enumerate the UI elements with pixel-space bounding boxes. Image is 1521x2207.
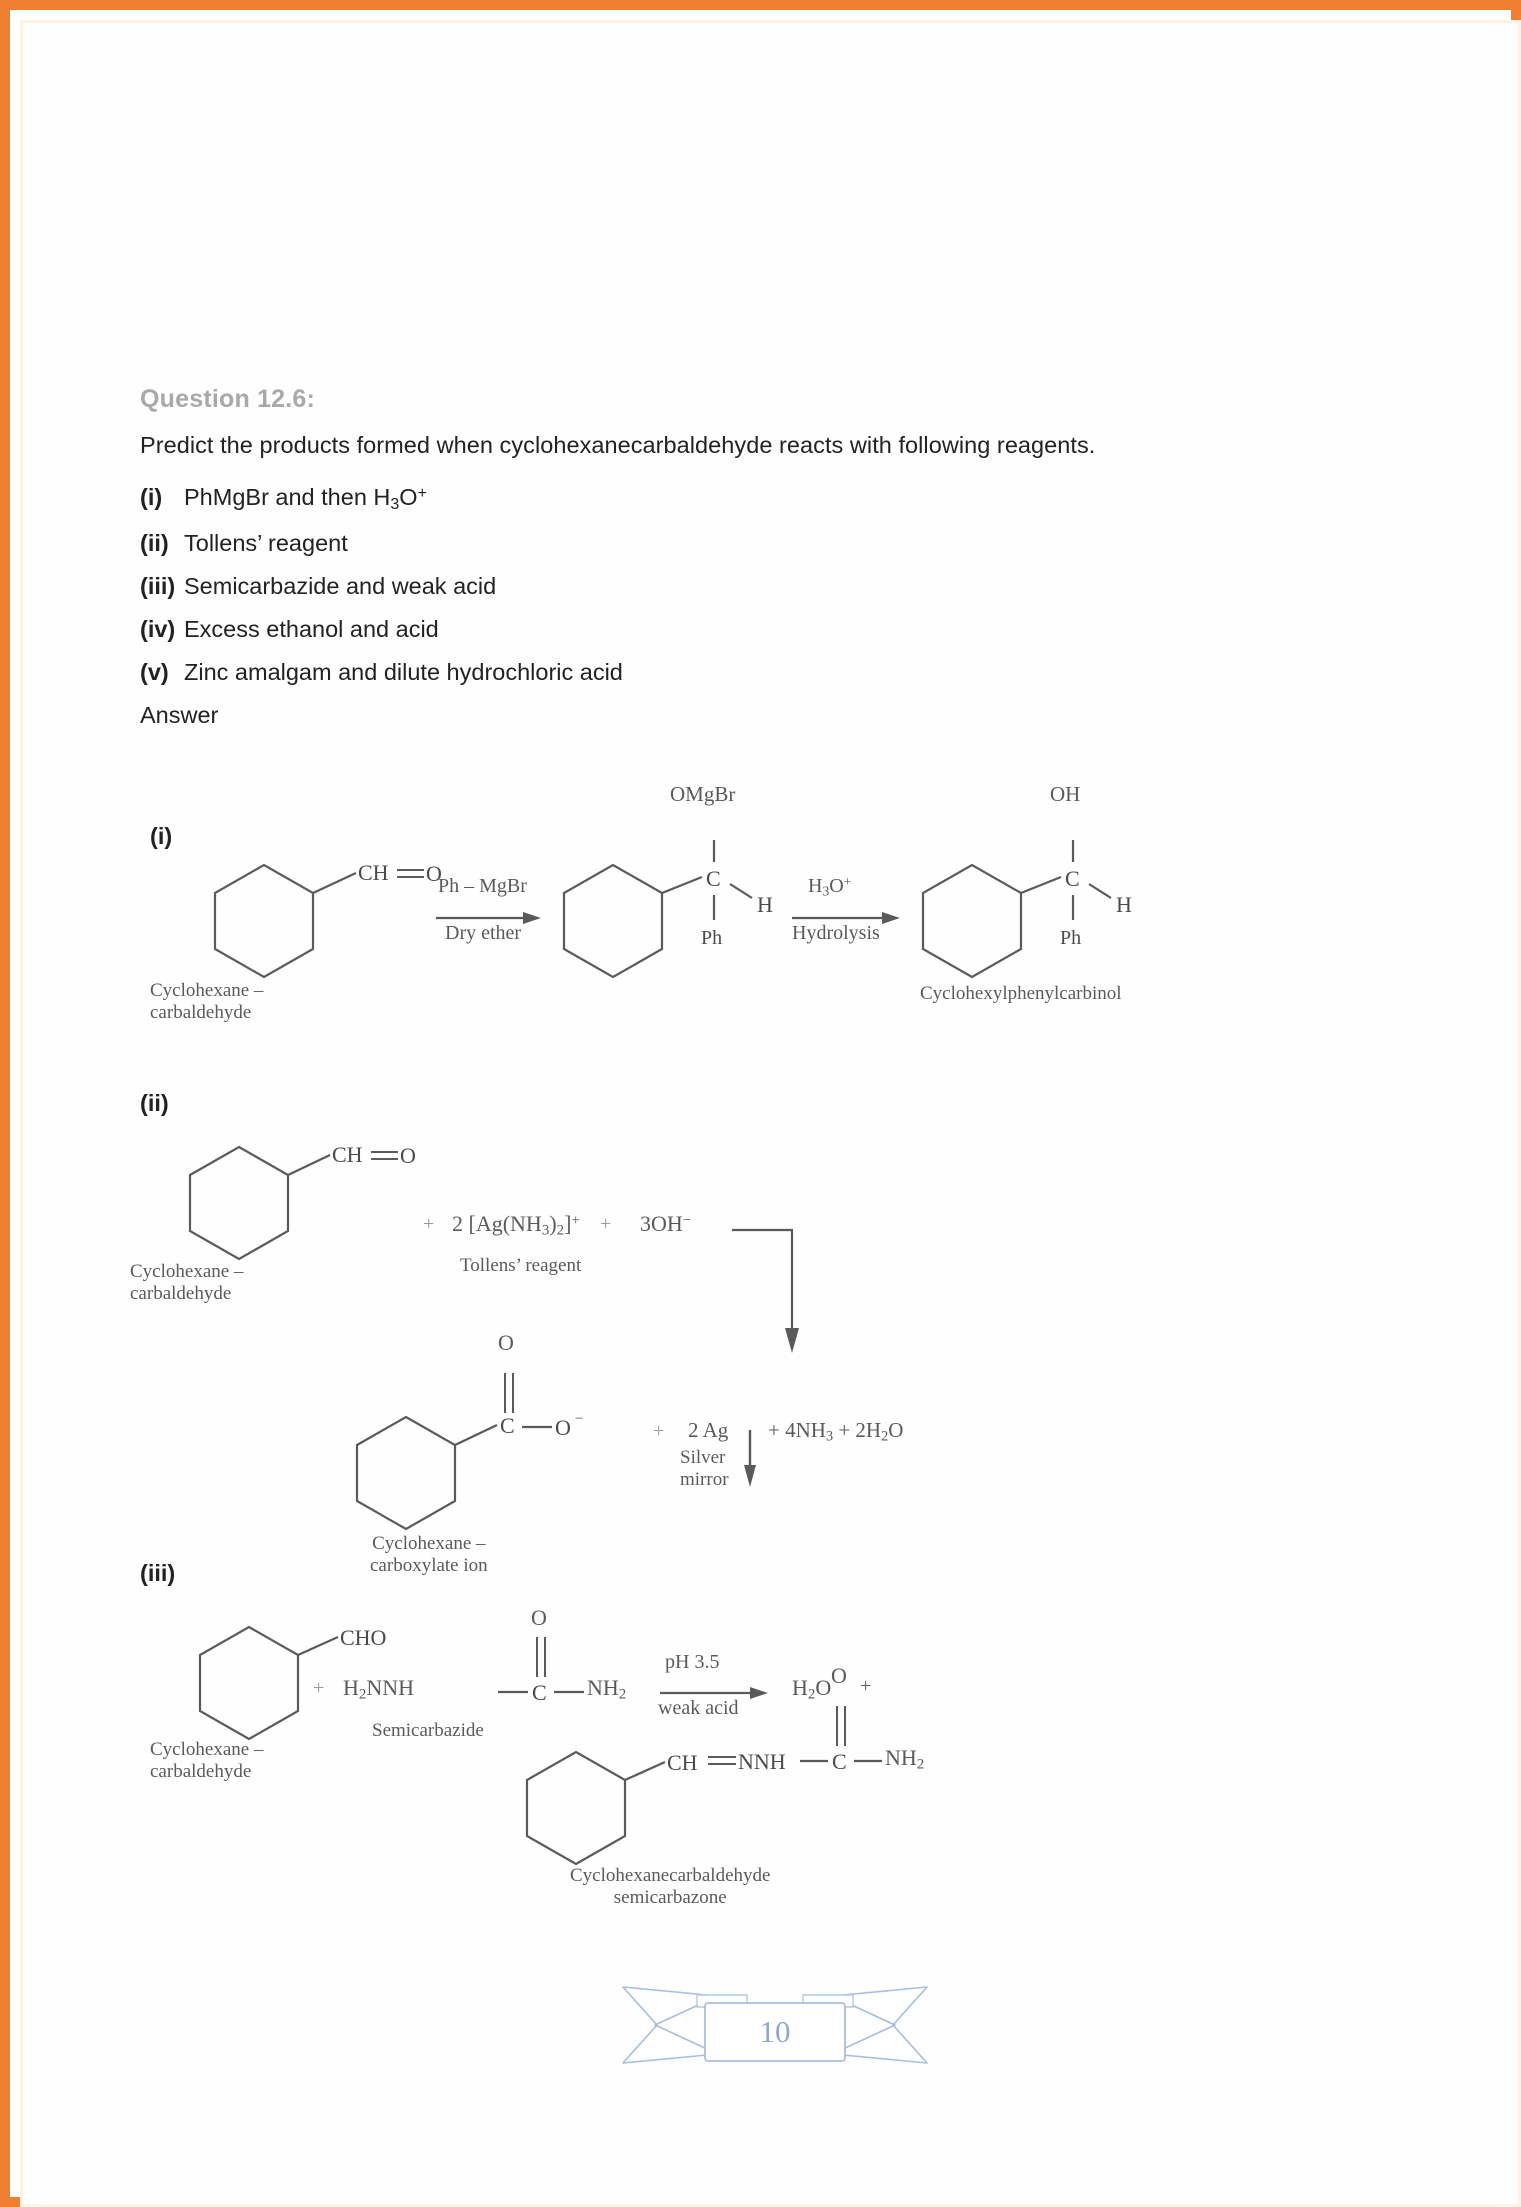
- answer-part-label-iii: (iii): [140, 1560, 176, 1586]
- reagent-sub-i: 3: [390, 495, 400, 513]
- scheme-ii-hydroxide: 3OH−: [640, 1211, 692, 1236]
- reagent-text-i: PhMgBr and then H: [184, 484, 391, 510]
- reagent-item-v: (v) Zinc amalgam and dilute hydrochloric …: [140, 659, 1400, 686]
- question-prompt: Predict the products formed when cyclohe…: [140, 432, 1096, 458]
- cyclohexane-ring-product-i: [921, 863, 1023, 979]
- svg-text:Ph: Ph: [1060, 927, 1081, 949]
- reagent-number-ii: (ii): [140, 529, 169, 556]
- scheme-ii-plus-3: +: [653, 1420, 665, 1442]
- scheme-iii-arrow-top-label: pH 3.5: [665, 1651, 720, 1673]
- svg-text:CH: CH: [332, 1142, 363, 1167]
- scheme-iii-product-oxygen: O: [831, 1663, 847, 1688]
- scheme-iii-plus-1: +: [313, 1677, 325, 1699]
- scheme-ii-plus-2: +: [600, 1213, 612, 1235]
- svg-text:NNH: NNH: [738, 1749, 786, 1774]
- reagent-text-ii: Tollens’ reagent: [184, 529, 348, 556]
- scheme-i-arrow2-bottom-label: Hydrolysis: [792, 922, 880, 944]
- scheme-i-reactant-name: Cyclohexane – carbaldehyde: [150, 980, 264, 1024]
- reagent-number-iii: (iii): [140, 572, 176, 599]
- scheme-i-product-name: Cyclohexylphenylcarbinol: [920, 983, 1122, 1004]
- reagent-number-iv: (iv): [140, 615, 176, 642]
- reagent-number-v: (v): [140, 658, 169, 685]
- scheme-ii-reactant-name: Cyclohexane – carbaldehyde: [130, 1261, 244, 1305]
- page-number: 10: [759, 2014, 791, 2049]
- scheme-ii-byproducts: + 4NH3 + 2H2O: [768, 1418, 904, 1445]
- cyclohexane-ring-reactant-i: [213, 863, 315, 979]
- scheme-i-arrow1-top-label: Ph – MgBr: [438, 875, 527, 897]
- scheme-iii-product-amine: NH2: [885, 1745, 925, 1773]
- answer-part-label-i: (i): [150, 823, 173, 849]
- scheme-iii-plus-2: +: [860, 1675, 872, 1697]
- reagent-text-v: Zinc amalgam and dilute hydrochloric aci…: [184, 658, 623, 685]
- scheme-ii-plus-1: +: [423, 1213, 435, 1235]
- svg-text:O: O: [555, 1415, 571, 1440]
- reagent-sup-i: +: [417, 484, 427, 502]
- reaction-scheme-ii: CH O C O −: [130, 1135, 1400, 1576]
- cyclohexane-ring-product-iii: [525, 1750, 627, 1866]
- svg-text:Ph: Ph: [701, 927, 722, 949]
- scheme-ii-product-name: Cyclohexane – carboxylate ion: [370, 1533, 488, 1577]
- scheme-iii-water-product: H2O: [792, 1675, 832, 1703]
- scheme-iii-semicarbazide-name: Semicarbazide: [372, 1720, 484, 1741]
- answer-part-label-ii: (ii): [140, 1090, 169, 1116]
- svg-text:CH: CH: [667, 1750, 698, 1775]
- svg-text:H: H: [1116, 892, 1132, 917]
- scheme-ii-product-carbon: C: [500, 1413, 515, 1438]
- reagent-item-iv: (iv) Excess ethanol and acid: [140, 616, 1400, 643]
- svg-text:O: O: [400, 1143, 416, 1168]
- scheme-iii-semicarbazide-carbon: C: [532, 1680, 547, 1705]
- document-content: Question 12.6: Predict the products form…: [140, 385, 1400, 745]
- cyclohexane-ring-product-ii: [355, 1415, 457, 1531]
- scheme-i-product-top-label: OH: [1050, 782, 1081, 806]
- scheme-iii-semicarbazide-oxygen: O: [531, 1605, 547, 1630]
- reaction-arrow-1-i: [436, 912, 541, 924]
- scheme-ii-silver-label: 2 Ag: [688, 1418, 729, 1442]
- scheme-iii-reactant-group: CHO: [340, 1625, 386, 1650]
- scheme-iii-semicarbazide-left: H2NNH: [343, 1675, 415, 1703]
- svg-text:−: −: [575, 1411, 583, 1427]
- reagent-item-iii: (iii) Semicarbazide and weak acid: [140, 573, 1400, 600]
- reaction-arrow-iii: [660, 1687, 768, 1699]
- precipitate-arrow-ii: [744, 1430, 756, 1487]
- reaction-elbow-arrow-ii: [732, 1228, 799, 1353]
- reactant-group-i: CH: [358, 860, 389, 885]
- cyclohexane-ring-reactant-ii: [188, 1145, 290, 1261]
- scheme-ii-product-oxygen: O: [498, 1330, 514, 1355]
- scheme-iii-reactant-name: Cyclohexane – carbaldehyde: [150, 1739, 264, 1783]
- scheme-iii-product-name: Cyclohexanecarbaldehyde semicarbazone: [570, 1865, 771, 1909]
- reaction-scheme-iii: CHO C CH NNH C: [150, 1605, 1400, 1945]
- scheme-iii-semicarbazide-right: NH2: [587, 1675, 627, 1703]
- cyclohexane-ring-intermediate-i: [562, 863, 664, 979]
- page-number-ribbon: 10: [615, 1965, 935, 2085]
- reagent-text-iv: Excess ethanol and acid: [184, 615, 439, 642]
- answer-label: Answer: [140, 701, 219, 728]
- page-inner-border: [20, 20, 1521, 2207]
- question-title: Question 12.6:: [140, 385, 316, 413]
- scheme-i-intermediate-top-label: OMgBr: [670, 782, 736, 806]
- reagent-text-iii: Semicarbazide and weak acid: [184, 572, 497, 599]
- svg-text:H: H: [757, 892, 773, 917]
- svg-text:O: O: [426, 861, 442, 886]
- ribbon-center-plaque: [704, 2002, 846, 2062]
- svg-text:C: C: [706, 866, 721, 891]
- reagent-number-i: (i): [140, 484, 163, 510]
- reagent-item-i: (i) PhMgBr and then H3O+: [140, 484, 1400, 514]
- scheme-iii-arrow-bottom-label: weak acid: [658, 1697, 739, 1719]
- reagent-item-ii: (ii) Tollens’ reagent: [140, 530, 1400, 557]
- scheme-iii-product-carbon: C: [832, 1749, 847, 1774]
- scheme-ii-silver-mirror-name: Silver mirror: [680, 1447, 729, 1491]
- reaction-arrow-2-i: [792, 912, 900, 924]
- svg-text:C: C: [1065, 866, 1080, 891]
- reagent-mid-i: O: [399, 484, 418, 510]
- scheme-i-arrow1-bottom-label: Dry ether: [445, 922, 522, 944]
- scheme-ii-tollens-name: Tollens’ reagent: [460, 1255, 582, 1276]
- reaction-scheme-i: CH O C H Ph: [150, 782, 1400, 1080]
- scheme-ii-tollens-formula: 2 [Ag(NH3)2]+: [452, 1211, 580, 1239]
- scheme-i-arrow2-top-label: H3O+: [808, 874, 852, 899]
- cyclohexane-ring-reactant-iii: [198, 1625, 300, 1741]
